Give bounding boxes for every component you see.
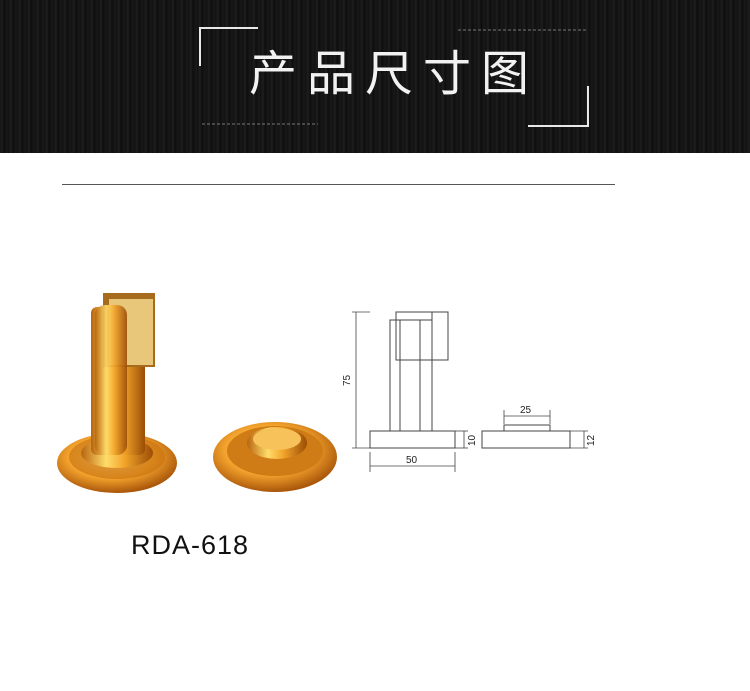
model-number: RDA-618: [131, 530, 250, 560]
height-dimension: 75: [342, 374, 353, 386]
page-title: 产品尺寸图: [248, 46, 539, 102]
catch-thickness-dimension: 12: [586, 434, 597, 446]
base-thickness-dimension: 10: [467, 434, 478, 446]
post-outline: [389, 319, 433, 432]
catch-outline: [481, 430, 571, 449]
product-photo: [57, 293, 337, 493]
dimension-drawing: 75 50 10 25 12: [342, 311, 597, 472]
door-stopper-image: [57, 293, 177, 493]
clip-outline: [395, 311, 449, 361]
base-outline: [369, 430, 456, 449]
catch-top-outline: [503, 424, 551, 432]
width-dimension: 50: [406, 455, 418, 466]
frame-brackets: [199, 27, 589, 127]
floor-catch-image: [213, 422, 337, 492]
title-frame: 产品尺寸图: [198, 26, 590, 128]
catch-top-dimension: 25: [520, 405, 532, 416]
divider: [62, 184, 615, 185]
header-banner: 产品尺寸图: [0, 0, 750, 153]
